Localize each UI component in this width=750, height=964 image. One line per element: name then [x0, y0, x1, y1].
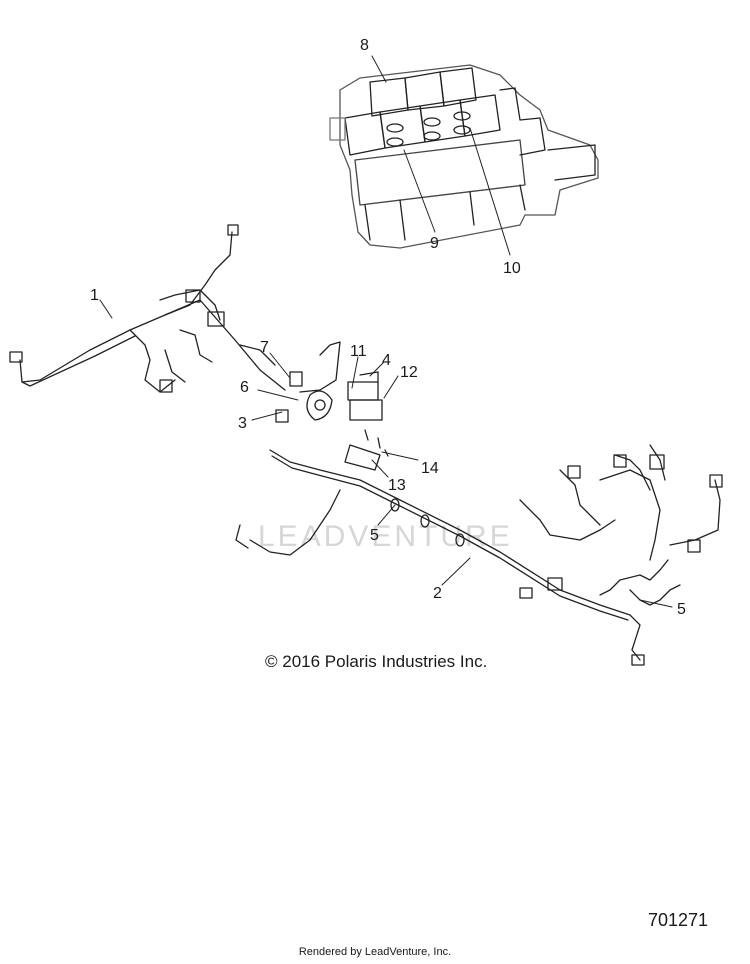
callout-5-left: 5 [370, 527, 379, 544]
callout-5-right: 5 [677, 601, 686, 618]
callout-11: 11 [350, 343, 367, 360]
fuse-box-assembly [329, 64, 599, 249]
harness-2 [235, 444, 723, 666]
callout-8: 8 [360, 37, 369, 54]
callout-6: 6 [240, 379, 249, 396]
copyright-text: © 2016 Polaris Industries Inc. [265, 652, 488, 671]
rendered-by-footer: Rendered by LeadVenture, Inc. [298, 946, 452, 958]
part-number: 701271 [648, 910, 709, 930]
callout-13: 13 [388, 477, 406, 494]
callout-12: 12 [400, 364, 418, 381]
center-components [275, 341, 389, 471]
callout-9: 9 [430, 235, 439, 252]
callout-14: 14 [421, 460, 439, 477]
callout-2: 2 [433, 585, 442, 602]
harness-1 [9, 224, 286, 393]
callout-3: 3 [238, 415, 247, 432]
leader-lines [99, 55, 673, 608]
callout-4: 4 [382, 352, 391, 369]
callout-7: 7 [260, 339, 269, 356]
callout-10: 10 [503, 260, 521, 277]
callout-1: 1 [90, 287, 99, 304]
